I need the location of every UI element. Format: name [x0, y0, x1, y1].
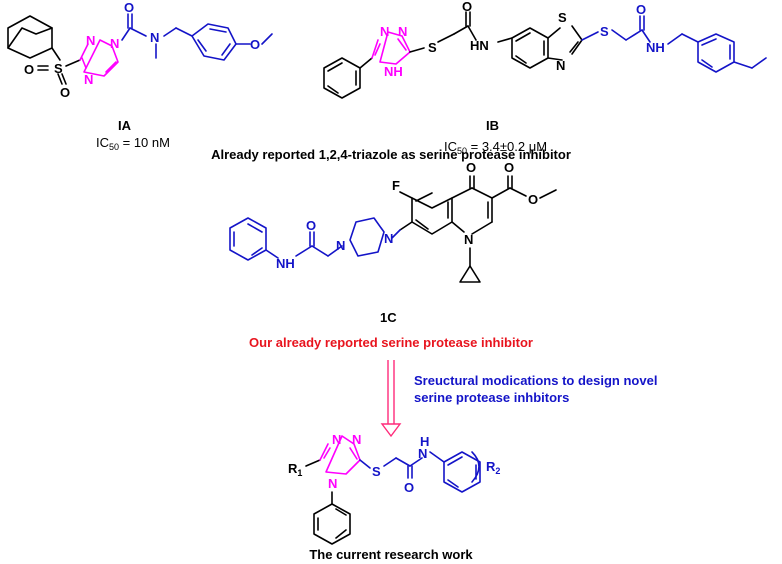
- 1c-ester-carbonyl-oxygen: O: [504, 160, 514, 175]
- target-triazole-n4: N: [328, 476, 337, 491]
- ib-second-linker-bonds: [581, 15, 699, 45]
- target-aryl-ring: [443, 451, 481, 493]
- ia-triazole-ring: [79, 39, 119, 77]
- ib-carbonyl-oxygen-2: O: [636, 2, 646, 17]
- ib-triazole-ring: [371, 31, 411, 65]
- 1c-ketone-oxygen: O: [466, 160, 476, 175]
- ib-benzothiazole-ring: [511, 25, 583, 69]
- caption-modification-line-2: serine protease inhbitors: [414, 390, 569, 405]
- ia-sulfur-atom: S: [54, 61, 63, 76]
- target-thioether-sulfur: S: [372, 464, 381, 479]
- caption-our-inhibitor: Our already reported serine protease inh…: [249, 335, 533, 350]
- ib-ethylphenyl-ring: [697, 33, 767, 73]
- 1c-methyl-ester-bonds: [491, 175, 557, 199]
- ia-triazole-n4: N: [84, 72, 93, 87]
- ib-carbonyl-oxygen-1: O: [462, 0, 472, 14]
- target-carbonyl-oxygen: O: [404, 480, 414, 495]
- ib-compound-label: IB: [486, 118, 499, 133]
- 1c-cyclopropyl-ring: [459, 247, 481, 283]
- ia-carboxamide-bonds: [121, 13, 193, 59]
- ia-amide-nitrogen: N: [150, 30, 159, 45]
- ia-triazole-n1: N: [86, 33, 95, 48]
- ib-ic50-value: IC50 = 3.4±0.2 μM: [444, 139, 547, 156]
- structure-ib: N N NH S O HN S N: [323, 0, 767, 156]
- ia-compound-label: IA: [118, 118, 132, 133]
- ib-thiazole-nitrogen: N: [556, 58, 565, 73]
- ib-triazole-n2: N: [398, 24, 407, 39]
- ia-oxo-atom-1: O: [24, 62, 34, 77]
- ib-thioether-sulfur: S: [428, 40, 437, 55]
- 1c-amide-oxygen: O: [306, 218, 316, 233]
- sulfonyl-bonds: [37, 47, 81, 85]
- ia-methoxyphenyl-ring: [191, 23, 273, 61]
- target-n-phenyl-ring: [313, 491, 351, 545]
- 1c-fluorine-atom: F: [392, 178, 400, 193]
- ia-oxo-atom-2: O: [60, 85, 70, 100]
- ib-thioacetamide-bonds: [409, 11, 513, 53]
- design-arrow: [380, 360, 402, 438]
- caption-current-work: The current research work: [309, 547, 473, 562]
- ia-methoxy-oxygen: O: [250, 37, 260, 52]
- 1c-piperazine-n4: N: [336, 238, 345, 253]
- ib-amide-nh-1: HN: [470, 38, 489, 53]
- target-thioacetamide-bonds: [359, 451, 445, 479]
- caption-known-triazoles: Already reported 1,2,4-triazole as serin…: [211, 147, 571, 162]
- 1c-quinolone-core: [399, 175, 493, 235]
- 1c-piperazine-n1: N: [384, 231, 393, 246]
- ib-amide-nh-2: NH: [646, 40, 665, 55]
- ib-phenyl-ring: [323, 57, 373, 99]
- 1c-ester-oxygen: O: [528, 192, 538, 207]
- ia-ic50-value: IC50 = 10 nM: [96, 135, 170, 152]
- target-triazole-ring: [319, 435, 361, 475]
- ia-carbonyl-oxygen: O: [124, 0, 134, 15]
- 1c-acetanilide-bonds: [229, 217, 329, 261]
- ib-thiazole-sulfur: S: [558, 10, 567, 25]
- ib-triazole-n1: N: [380, 24, 389, 39]
- target-r2-substituent: R2: [486, 459, 500, 476]
- target-r1-substituent: R1: [288, 461, 302, 478]
- 1c-amide-nh: NH: [276, 256, 295, 271]
- target-triazole-n2: N: [352, 432, 361, 447]
- target-triazole-n1: N: [332, 432, 341, 447]
- 1c-piperazine-ring: [327, 217, 401, 257]
- ib-thioether-sulfur-2: S: [600, 24, 609, 39]
- 1c-compound-label: 1C: [380, 310, 397, 325]
- ia-triazole-n2: N: [110, 36, 119, 51]
- ib-triazole-nh: NH: [384, 64, 403, 79]
- structure-1c: O F N O O N N: [229, 160, 557, 325]
- structure-ia: S O O N N N O N O: [7, 0, 273, 152]
- 1c-quinolone-nitrogen: N: [464, 232, 473, 247]
- caption-modification-line-1: Sreuctural modications to design novel: [414, 373, 657, 388]
